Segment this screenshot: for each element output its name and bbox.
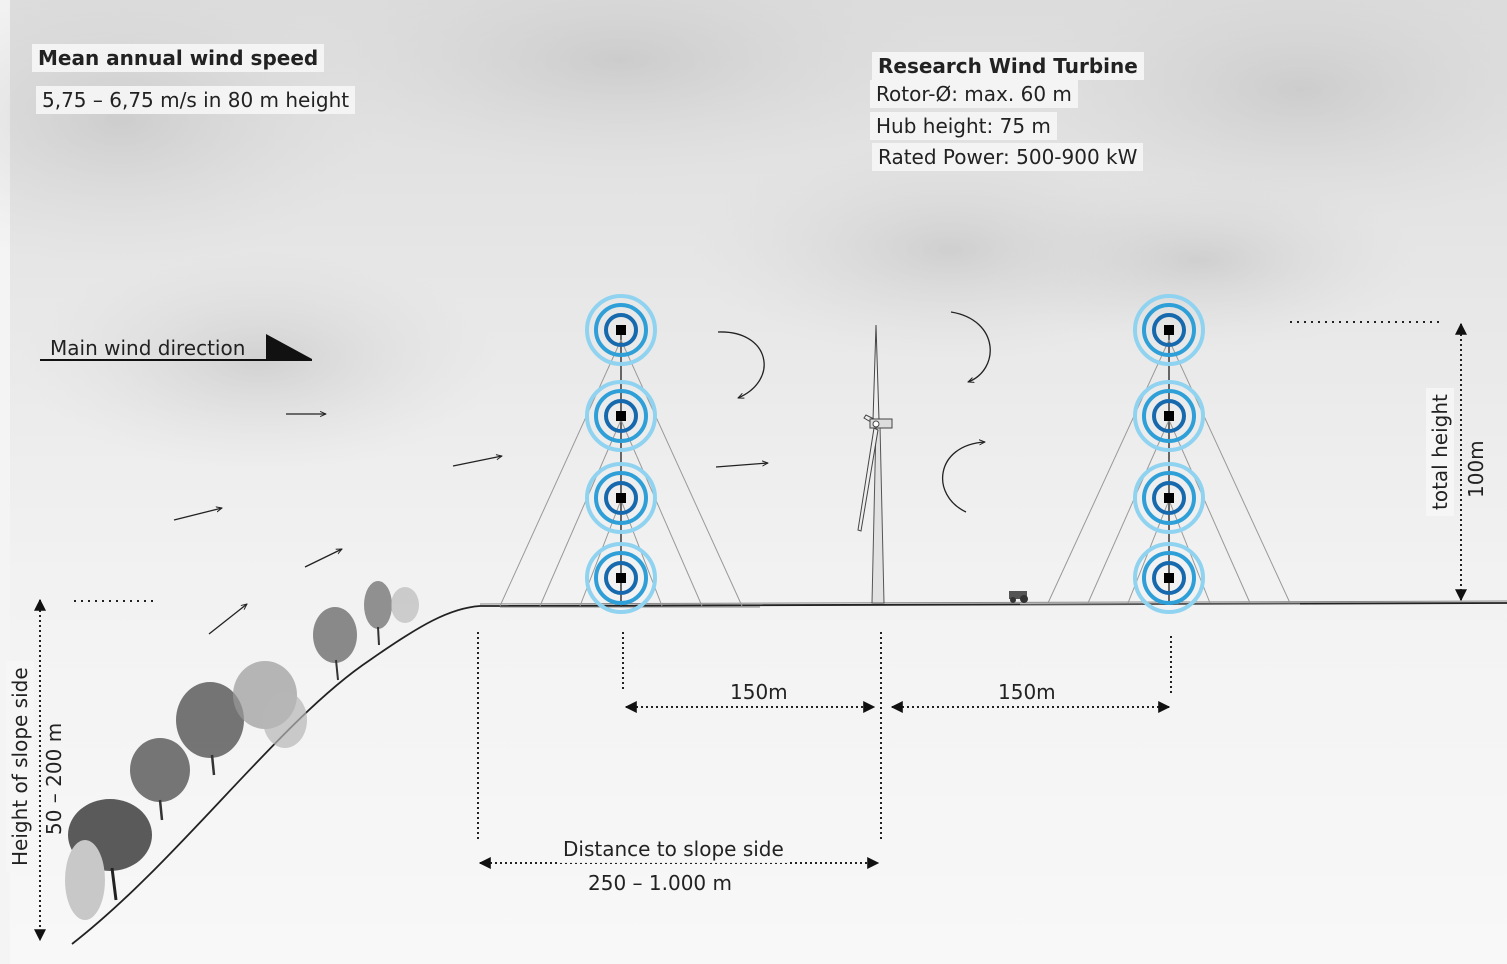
turbine-title: Research Wind Turbine xyxy=(872,52,1144,80)
distance-turbine-to-mast-right: 150m xyxy=(998,680,1056,704)
sensor-right-2 xyxy=(1133,380,1205,452)
total-height-value: 100m xyxy=(1464,440,1488,498)
main-wind-direction-indicator xyxy=(40,334,312,361)
sensor-rings xyxy=(585,294,1205,614)
slope-distance-label: Distance to slope side xyxy=(557,835,790,863)
trees-on-slope xyxy=(65,581,419,920)
dimension-lines xyxy=(34,321,1467,942)
hill-slope xyxy=(71,602,1507,945)
slope-height-label: Height of slope side xyxy=(6,661,34,872)
tractor xyxy=(1009,591,1028,603)
sensor-right-3 xyxy=(1133,462,1205,534)
distance-mast-to-turbine-left: 150m xyxy=(730,680,788,704)
slope-distance-value: 250 – 1.000 m xyxy=(582,869,738,897)
sensor-right-1 xyxy=(1133,294,1205,366)
slope-height-value: 50 – 200 m xyxy=(42,722,66,835)
sensor-left-3 xyxy=(585,462,657,534)
turbine-hub-height: Hub height: 75 m xyxy=(870,112,1057,140)
sensor-left-1 xyxy=(585,294,657,366)
sensor-left-2 xyxy=(585,380,657,452)
main-wind-direction-label: Main wind direction xyxy=(50,336,246,360)
sensor-left-4 xyxy=(585,542,657,614)
turbine-rotor: Rotor-Ø: max. 60 m xyxy=(870,80,1078,108)
turbine-rated-power: Rated Power: 500-900 kW xyxy=(872,143,1144,171)
wind-speed-title: Mean annual wind speed xyxy=(32,44,325,72)
sensor-right-4 xyxy=(1133,542,1205,614)
wind-speed-value: 5,75 – 6,75 m/s in 80 m height xyxy=(36,86,356,114)
wind-flow-arrows xyxy=(173,311,991,635)
research-wind-turbine xyxy=(857,324,893,604)
total-height-label: total height xyxy=(1426,388,1454,516)
grass-line xyxy=(479,600,1507,608)
